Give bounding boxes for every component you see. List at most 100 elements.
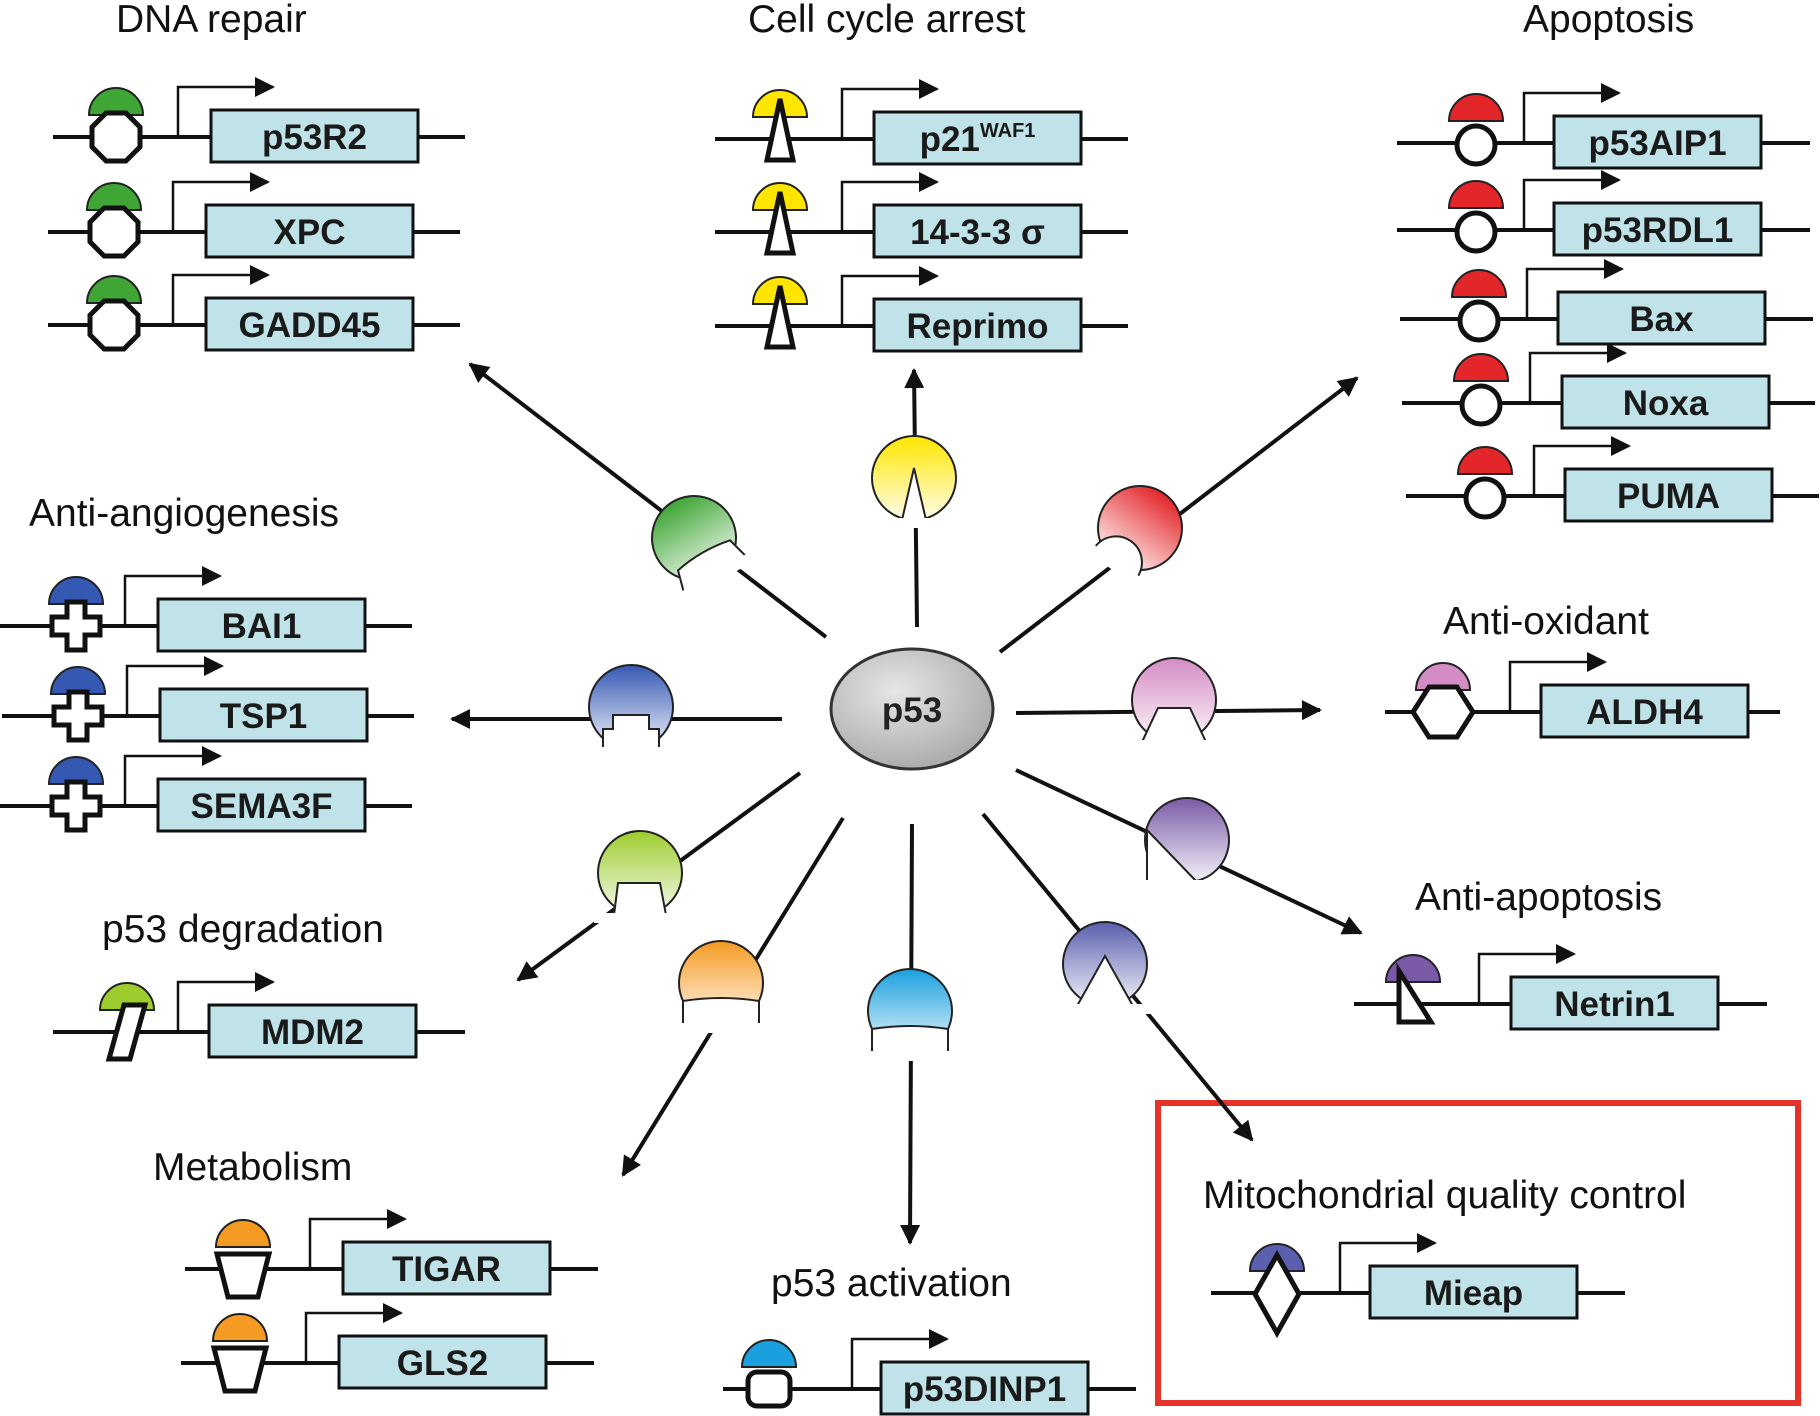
gene-box: [1556, 290, 1767, 346]
gene-name: XPC: [274, 213, 346, 252]
protein-cap: [211, 1313, 269, 1342]
gene-box: [156, 777, 367, 833]
gene-box: [1552, 201, 1763, 257]
binding-site-circle: [1454, 210, 1498, 254]
gene-unit: TSP1: [2, 656, 414, 743]
protein-mitochondrial-quality-control: [1059, 921, 1151, 1014]
gene-name: ALDH4: [1586, 693, 1703, 732]
protein-dna-repair: [651, 495, 759, 605]
binding-site-hexagon: [1410, 684, 1476, 740]
binding-site-cross: [51, 689, 105, 743]
gene-name: TSP1: [220, 697, 308, 736]
protein-cap: [49, 666, 107, 695]
gene-unit: Mieap: [1211, 1233, 1625, 1339]
transcription-start-arrow: [840, 79, 939, 139]
protein-p53-degradation: [594, 830, 686, 923]
gene-box: [209, 108, 420, 164]
gene-box: [204, 203, 415, 259]
gene-name: p21WAF1: [920, 120, 1036, 159]
gene-name: GLS2: [397, 1344, 488, 1383]
gene-unit: TIGAR: [185, 1209, 598, 1300]
binding-site-trapezoid: [213, 1251, 273, 1300]
heading-mitochondrial-quality-control: Mitochondrial quality control: [1203, 1174, 1686, 1217]
gene-box: [207, 1003, 418, 1059]
gene-unit: Noxa: [1402, 343, 1815, 430]
gene-box: [341, 1240, 552, 1296]
gene-name: Reprimo: [907, 307, 1049, 346]
gene-name: Noxa: [1623, 384, 1709, 423]
heading-apoptosis: Apoptosis: [1523, 0, 1694, 41]
gene-box: [1509, 975, 1720, 1031]
transcription-start-arrow: [1525, 259, 1624, 319]
gene-name: MDM2: [261, 1013, 364, 1052]
gene-box: [158, 687, 369, 743]
transcription-start-arrow: [171, 265, 270, 325]
highlight-box: [1155, 1100, 1801, 1406]
gene-name: p53AIP1: [1588, 124, 1726, 163]
transcription-start-arrow: [1522, 83, 1621, 143]
gene-name: SEMA3F: [191, 787, 333, 826]
heading-cell-cycle-arrest: Cell cycle arrest: [748, 0, 1026, 41]
binding-site-right-triangle: [1396, 962, 1436, 1025]
gene-name: BAI1: [222, 607, 302, 646]
protein-metabolism: [675, 940, 767, 1033]
protein-cap: [1447, 180, 1505, 209]
binding-site-cross: [49, 599, 103, 653]
gene-name: p53DINP1: [903, 1370, 1066, 1409]
binding-site-rounded-square: [745, 1369, 793, 1409]
binding-site-circle: [1459, 383, 1503, 427]
binding-site-octagon: [89, 110, 143, 164]
gene-name: Mieap: [1424, 1274, 1523, 1313]
binding-site-triangle: [763, 191, 797, 256]
transcription-start-arrow: [1532, 436, 1631, 496]
protein-apoptosis: [1073, 485, 1183, 596]
binding-site-cross: [49, 779, 103, 833]
gene-unit: 14-3-3 σ: [715, 172, 1128, 259]
mid-proteins-layer: [585, 435, 1233, 1061]
protein-cap: [740, 1339, 798, 1368]
gene-unit: SEMA3F: [0, 746, 412, 833]
protein-cap: [1452, 353, 1510, 382]
binding-site-octagon: [87, 298, 141, 352]
gene-box: [337, 1334, 548, 1390]
binding-site-octagon: [87, 205, 141, 259]
gene-box: [1368, 1264, 1579, 1320]
transcription-start-arrow: [1522, 170, 1621, 230]
transcription-start-arrow: [308, 1209, 407, 1269]
heading-anti-oxidant: Anti-oxidant: [1443, 600, 1649, 643]
gene-unit: BAI1: [0, 566, 412, 653]
transcription-start-arrow: [176, 77, 275, 137]
gene-unit: ALDH4: [1385, 652, 1780, 740]
protein-cap: [1384, 954, 1442, 983]
gene-box: [1563, 467, 1774, 523]
protein-cap: [1447, 93, 1505, 122]
pathway-arrow: [468, 362, 828, 639]
binding-site-parallelogram: [105, 1002, 149, 1062]
gene-unit: p53RDL1: [1397, 170, 1810, 257]
gene-box: [872, 110, 1083, 166]
protein-cap: [85, 275, 143, 304]
gene-box: [872, 203, 1083, 259]
protein-cap: [1450, 269, 1508, 298]
gene-name: TIGAR: [392, 1250, 501, 1289]
gene-unit: p53R2: [53, 77, 465, 164]
protein-anti-angiogenesis: [585, 664, 677, 757]
gene-unit: GLS2: [181, 1303, 594, 1394]
protein-cap: [1414, 662, 1472, 691]
transcription-start-arrow: [840, 172, 939, 232]
gene-unit: MDM2: [53, 972, 465, 1062]
gene-box: [879, 1360, 1090, 1416]
gene-unit: PUMA: [1406, 436, 1819, 523]
gene-unit: p53DINP1: [723, 1329, 1136, 1416]
heading-p53-activation: p53 activation: [771, 1262, 1012, 1305]
gene-name: GADD45: [239, 306, 381, 345]
gene-name: Netrin1: [1554, 985, 1675, 1024]
transcription-start-arrow: [125, 656, 224, 716]
protein-cap: [214, 1219, 272, 1248]
binding-site-diamond: [1252, 1249, 1302, 1339]
protein-cap: [87, 87, 145, 116]
binding-site-triangle: [763, 285, 797, 350]
gene-unit: Bax: [1400, 259, 1813, 346]
protein-cap: [85, 182, 143, 211]
transcription-start-arrow: [840, 266, 939, 326]
